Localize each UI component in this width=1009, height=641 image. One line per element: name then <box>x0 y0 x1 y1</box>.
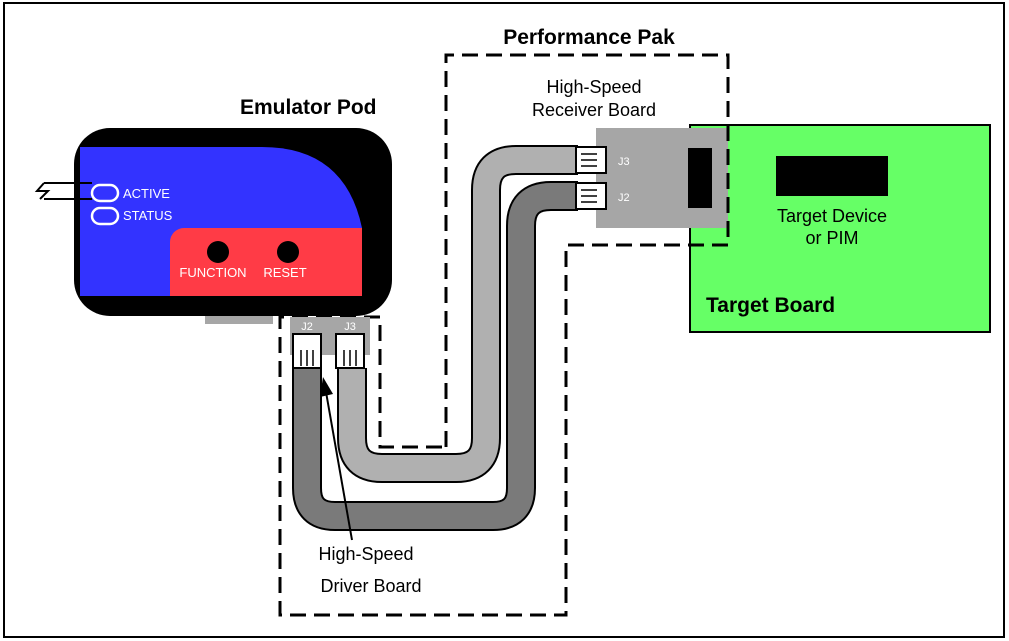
active-led <box>92 185 118 201</box>
receiver-board-label-line2: Receiver Board <box>532 100 656 120</box>
reset-button <box>277 241 299 263</box>
receiver-connector-j2 <box>576 183 606 209</box>
driver-board-label-line2: Driver Board <box>320 576 421 596</box>
status-led-label: STATUS <box>123 208 173 223</box>
receiver-connector-j3 <box>576 147 606 173</box>
driver-connector-j3 <box>336 334 364 368</box>
emulator-pod-title: Emulator Pod <box>240 96 377 119</box>
target-device-label-line2: or PIM <box>805 228 858 248</box>
driver-board-label: High-Speed <box>318 544 413 564</box>
target-board-title: Target Board <box>706 294 835 317</box>
receiver-board-label: High-Speed <box>546 77 641 97</box>
button-panel <box>170 228 362 296</box>
driver-j3-label: J3 <box>344 321 356 333</box>
status-led <box>92 208 118 224</box>
function-button-label: FUNCTION <box>179 265 246 280</box>
target-device-label: Target Device <box>777 206 887 226</box>
performance-pak-title: Performance Pak <box>503 26 675 49</box>
target-device-chip <box>776 156 888 196</box>
receiver-j2-label: J2 <box>618 192 630 204</box>
reset-button-label: RESET <box>263 265 306 280</box>
function-button <box>207 241 229 263</box>
driver-j2-label: J2 <box>301 321 313 333</box>
receiver-j3-label: J3 <box>618 156 630 168</box>
active-led-label: ACTIVE <box>123 186 170 201</box>
driver-connector-j2 <box>293 334 321 368</box>
receiver-edge-connector <box>688 148 712 208</box>
